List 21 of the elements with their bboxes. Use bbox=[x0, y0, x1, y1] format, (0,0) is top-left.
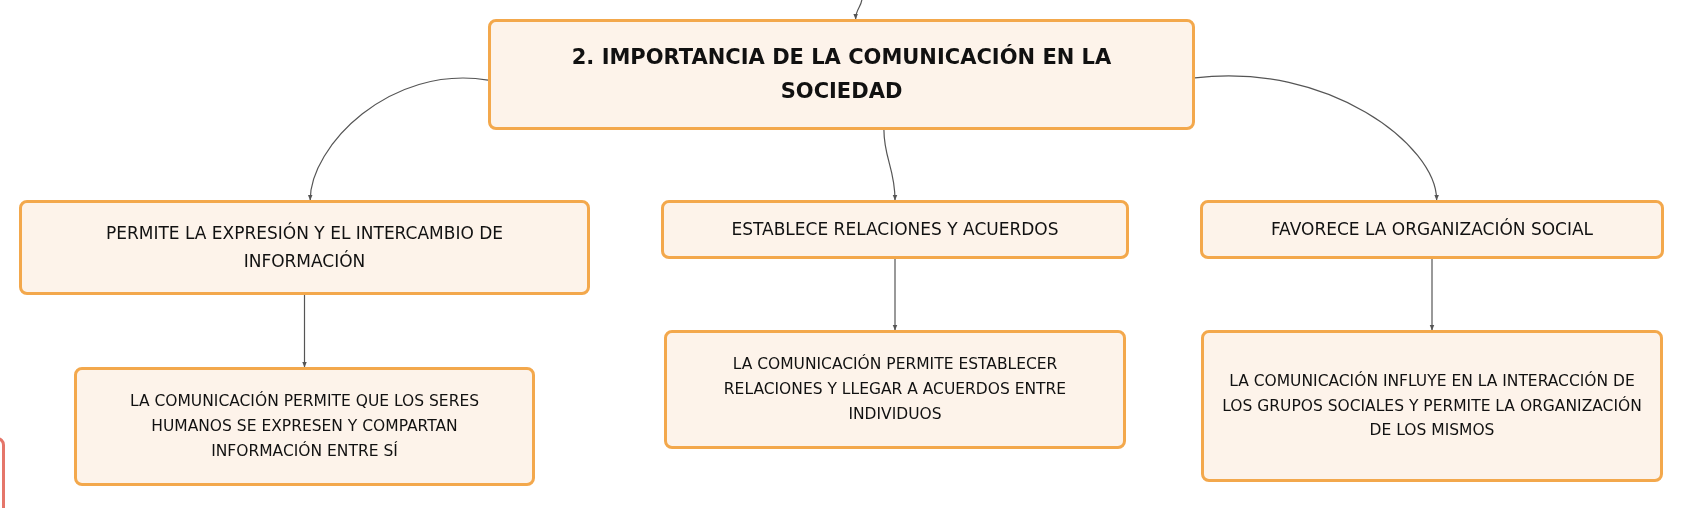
topic-box bbox=[488, 19, 1195, 130]
node-text: LA COMUNICACIÓN PERMITE ESTABLECER RELACIONES Y LLEGAR A ACUERDOS ENTRE INDIVIDUOS bbox=[722, 353, 1068, 425]
connector-arrow bbox=[883, 129, 898, 201]
detail-box bbox=[74, 367, 535, 486]
connector-arrow bbox=[892, 258, 898, 331]
node-text: LA COMUNICACIÓN PERMITE QUE LOS SERES HUMANOS SE EXPRESEN Y COMPARTAN INFORMACIÓN ENTRE SÍ bbox=[128, 390, 481, 462]
connector-arrow bbox=[853, 0, 863, 20]
node-text: PERMITE LA EXPRESIÓN Y EL INTERCAMBIO DE INFORMACIÓN bbox=[104, 221, 505, 273]
subtopic-box bbox=[1200, 200, 1664, 259]
node-text: ESTABLECE RELACIONES Y ACUERDOS bbox=[731, 217, 1059, 241]
detail-box bbox=[664, 330, 1126, 449]
subtopic-box bbox=[661, 200, 1129, 259]
node-text: FAVORECE LA ORGANIZACIÓN SOCIAL bbox=[1270, 217, 1594, 241]
topic-title: 2. IMPORTANCIA DE LA COMUNICACIÓN EN LA SOCIEDAD bbox=[570, 43, 1113, 105]
connector-arrow bbox=[302, 294, 307, 368]
connector-arrow bbox=[1429, 258, 1435, 331]
detail-box bbox=[1201, 330, 1663, 482]
node-text: LA COMUNICACIÓN INFLUYE EN LA INTERACCIÓN DE LOS GRUPOS SOCIALES Y PERMITE LA ORGANIZACIÓN DE LOS MISMOS bbox=[1222, 370, 1642, 442]
connector-arrow bbox=[1194, 75, 1439, 201]
subtopic-box bbox=[19, 200, 590, 295]
connector-arrow bbox=[308, 77, 489, 201]
